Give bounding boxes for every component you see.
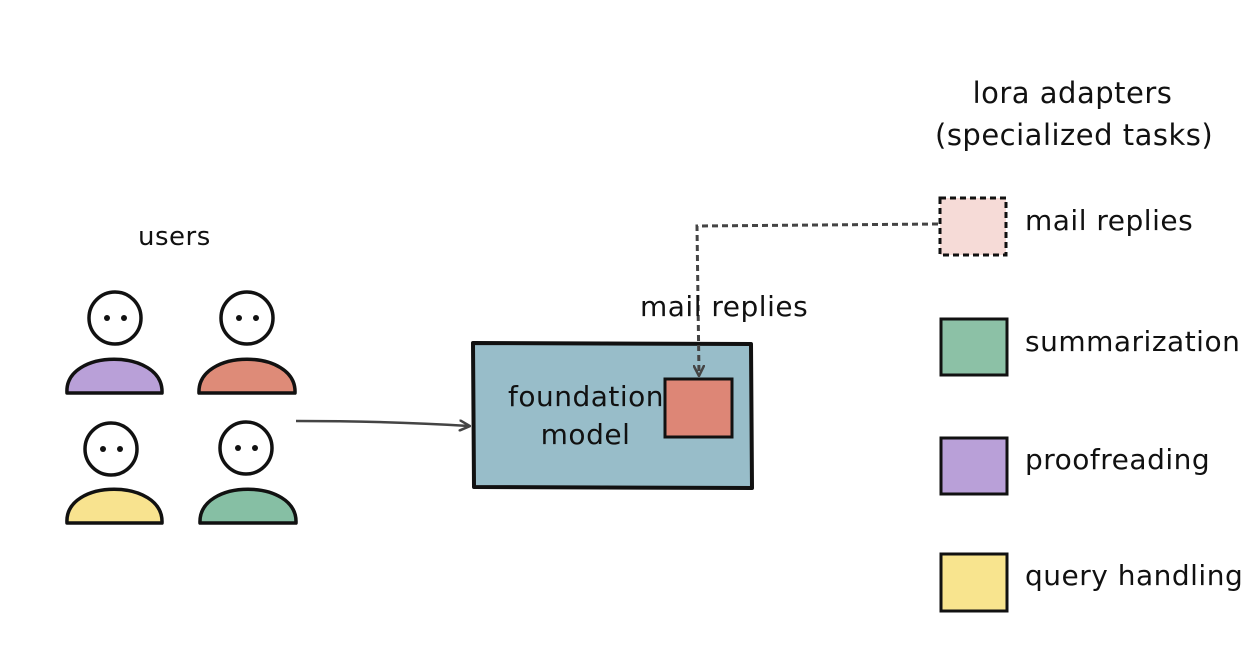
eye-icon [235, 445, 241, 451]
eye-icon [117, 446, 123, 452]
foundation-model-label-line2: model [540, 418, 631, 451]
user-1 [65, 290, 164, 395]
adapter-box-proofreading [939, 436, 1009, 496]
user-4 [198, 420, 298, 525]
adapter-box-query-handling [939, 552, 1009, 613]
eye-icon [252, 445, 258, 451]
foundation-model-label-line1: foundation [508, 380, 665, 413]
adapter-load-arrow [697, 222, 939, 375]
user-head-icon [87, 290, 143, 346]
user-head-icon [219, 290, 275, 346]
eye-icon [236, 315, 242, 321]
user-2 [197, 290, 297, 395]
adapter-label-mail-replies: mail replies [1025, 204, 1194, 237]
eye-icon [121, 315, 127, 321]
eye-icon [104, 315, 110, 321]
adapters-title-line1: lora adapters [972, 76, 1173, 110]
foundation-model-label: foundation model [508, 378, 665, 454]
adapters-title-line2: (specialized tasks) [935, 118, 1214, 152]
adapter-label-summarization: summarization [1025, 325, 1241, 358]
active-adapter-label: mail replies [640, 290, 809, 323]
eye-icon [253, 315, 259, 321]
adapter-box-mail-replies [938, 196, 1008, 257]
users-title: users [138, 222, 211, 252]
adapter-label-query-handling: query handling [1025, 559, 1244, 592]
user-3 [65, 421, 164, 525]
adapter-box-summarization [939, 317, 1009, 377]
adapters-title: lora adapters (specialized tasks) [935, 72, 1214, 156]
user-head-icon [83, 421, 139, 477]
eye-icon [100, 446, 106, 452]
request-arrow [295, 421, 469, 426]
active-adapter-box [663, 377, 734, 439]
user-head-icon [218, 420, 274, 476]
adapter-label-proofreading: proofreading [1025, 443, 1211, 476]
